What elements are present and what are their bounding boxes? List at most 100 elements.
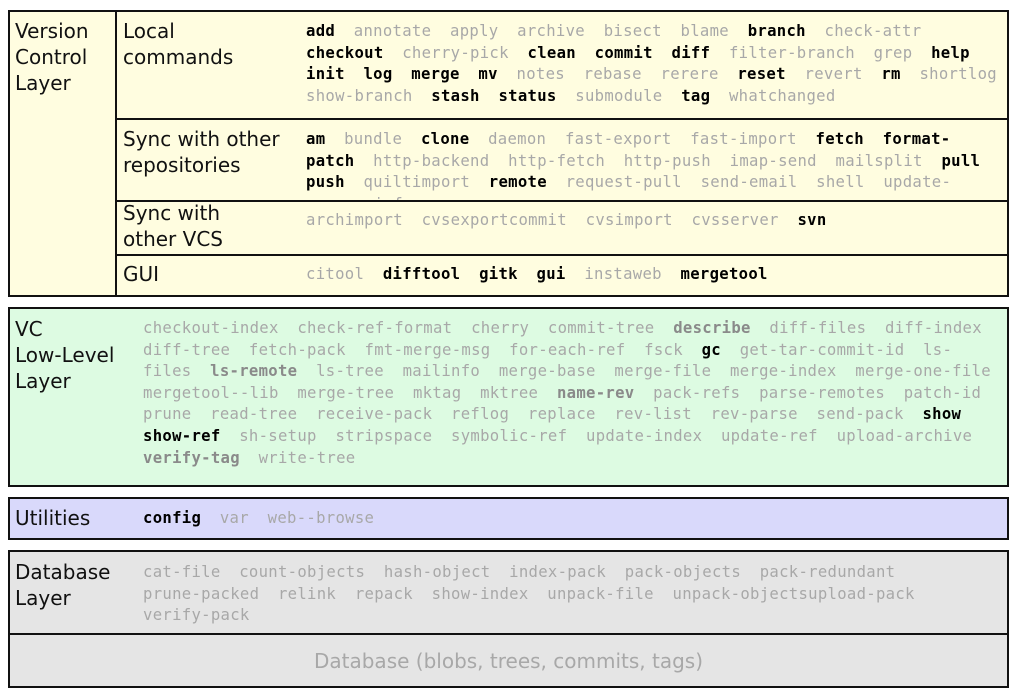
command-diff: diff (671, 43, 711, 62)
command-fmt-merge-msg: fmt-merge-msg (364, 340, 491, 359)
command-fast-import: fast-import (690, 130, 797, 148)
command-replace: replace (527, 405, 596, 424)
command-push: push (306, 173, 345, 192)
command-rev-list: rev-list (614, 405, 692, 424)
command-merge-one-file: merge-one-file (855, 362, 991, 381)
command-rebase: rebase (583, 65, 642, 84)
command-add: add (306, 22, 336, 40)
command-cvsserver: cvsserver (691, 211, 779, 229)
command-ls-remote: ls-remote (210, 362, 298, 381)
command-symbolic-ref: symbolic-ref (451, 426, 568, 445)
command-diff-files: diff-files (769, 319, 867, 337)
command-cvsexportcommit: cvsexportcommit (421, 211, 567, 229)
command-upload-archive: upload-archive (836, 426, 973, 445)
command-for-each-ref: for-each-ref (509, 340, 626, 359)
command-config: config (143, 509, 202, 527)
command-archimport: archimport (306, 211, 403, 229)
lowlevel-layer-commands: checkout-index check-ref-format cherry c… (143, 318, 1005, 469)
command-check-attr: check-attr (824, 22, 922, 40)
command-hash-object: hash-object (383, 563, 491, 581)
command-init: init (306, 65, 345, 84)
vcs-row-sync-repos-label: Sync with other repositories (123, 127, 280, 177)
command-request-pull: request-pull (565, 173, 682, 192)
command-count-objects: count-objects (239, 563, 366, 581)
command-am: am (306, 130, 326, 148)
command-rm: rm (881, 65, 901, 84)
command-prune-packed: prune-packed (143, 584, 260, 603)
vcs-row-gui-commands: citool difftool gitk gui instaweb merget… (306, 264, 1006, 286)
command-write-tree: write-tree (258, 448, 356, 467)
command-update-ref: update-ref (720, 426, 818, 445)
command-submodule: submodule (575, 86, 663, 105)
command-send-pack: send-pack (816, 405, 904, 424)
command-verify-pack: verify-pack (143, 606, 250, 625)
database-layer (8, 550, 1009, 635)
command-show-ref: show-ref (143, 426, 221, 445)
utilities-layer-label: Utilities (15, 506, 91, 530)
command-mktag: mktag (412, 383, 462, 402)
command-reflog: reflog (451, 405, 510, 424)
command-citool: citool (306, 265, 365, 283)
database-layer-label: Database Layer (15, 560, 111, 610)
command-pack-objects: pack-objects (624, 563, 742, 581)
command-log: log (363, 65, 393, 84)
command-stash: stash (431, 86, 480, 105)
command-pack-refs: pack-refs (653, 383, 741, 402)
command-archive: archive (517, 22, 585, 40)
vcs-layer-label: Version Control Layer (15, 19, 89, 95)
database-store-label: Database (blobs, trees, commits, tags) (313, 649, 704, 673)
command-shell: shell (816, 173, 865, 192)
command-gc: gc (701, 340, 721, 359)
command-annotate: annotate (353, 22, 432, 40)
command-checkout-index: checkout-index (143, 319, 279, 337)
command-mailsplit: mailsplit (835, 151, 923, 170)
command-reset: reset (737, 65, 786, 84)
command-diff-index: diff-index (885, 319, 982, 337)
command-prune: prune (143, 405, 192, 424)
command-branch: branch (747, 22, 806, 40)
command-check-ref-format: check-ref-format (297, 319, 453, 337)
command-fsck: fsck (644, 340, 683, 359)
command-shortlog: shortlog (919, 65, 997, 84)
command-mv: mv (478, 65, 498, 84)
database-layer-commands: cat-file count-objects hash-object index… (143, 562, 943, 627)
command-blame: blame (680, 22, 729, 40)
command-read-tree: read-tree (210, 405, 298, 424)
command-format-patch: format-patch (306, 130, 951, 170)
command-grep: grep (873, 43, 913, 62)
command-help: help (931, 43, 970, 62)
command-status: status (498, 86, 557, 105)
utilities-layer (8, 497, 1009, 540)
command-imap-send: imap-send (729, 151, 817, 170)
command-web-browse: web--browse (267, 509, 375, 527)
lowlevel-layer-label: VC Low-Level Layer (15, 317, 115, 393)
command-commit-tree: commit-tree (547, 319, 655, 337)
command-cherry: cherry (471, 319, 530, 337)
command-gitk: gitk (479, 265, 518, 283)
command-describe: describe (673, 319, 751, 337)
command-daemon: daemon (488, 130, 547, 148)
command-merge-index: merge-index (730, 362, 837, 381)
command-ls-tree: ls-tree (316, 362, 384, 381)
command-revert: revert (804, 65, 863, 84)
command-remote: remote (488, 173, 547, 192)
vcs-row-gui-label: GUI (123, 262, 160, 286)
vcs-row-sync-vcs (115, 200, 1009, 256)
command-quiltimport: quiltimport (363, 173, 471, 192)
command-fetch-pack: fetch-pack (248, 340, 346, 359)
command-mergetool-lib: mergetool--lib (143, 383, 279, 402)
command-parse-remotes: parse-remotes (759, 383, 886, 402)
command-apply: apply (450, 22, 499, 40)
vcs-row-local (115, 10, 1009, 120)
vcs-row-sync-repos-commands: am bundle clone daemon fast-export fast-… (306, 129, 1006, 215)
command-name-rev: name-rev (556, 383, 635, 402)
command-show: show (922, 405, 962, 424)
command-stripspace: stripspace (335, 426, 433, 445)
command-cherry-pick: cherry-pick (402, 43, 509, 62)
command-whatchanged: whatchanged (728, 86, 836, 105)
command-mailinfo: mailinfo (402, 362, 481, 381)
command-gui: gui (536, 265, 566, 283)
command-mergetool: mergetool (680, 265, 768, 283)
command-fetch: fetch (815, 130, 864, 148)
command-svn: svn (797, 211, 827, 229)
